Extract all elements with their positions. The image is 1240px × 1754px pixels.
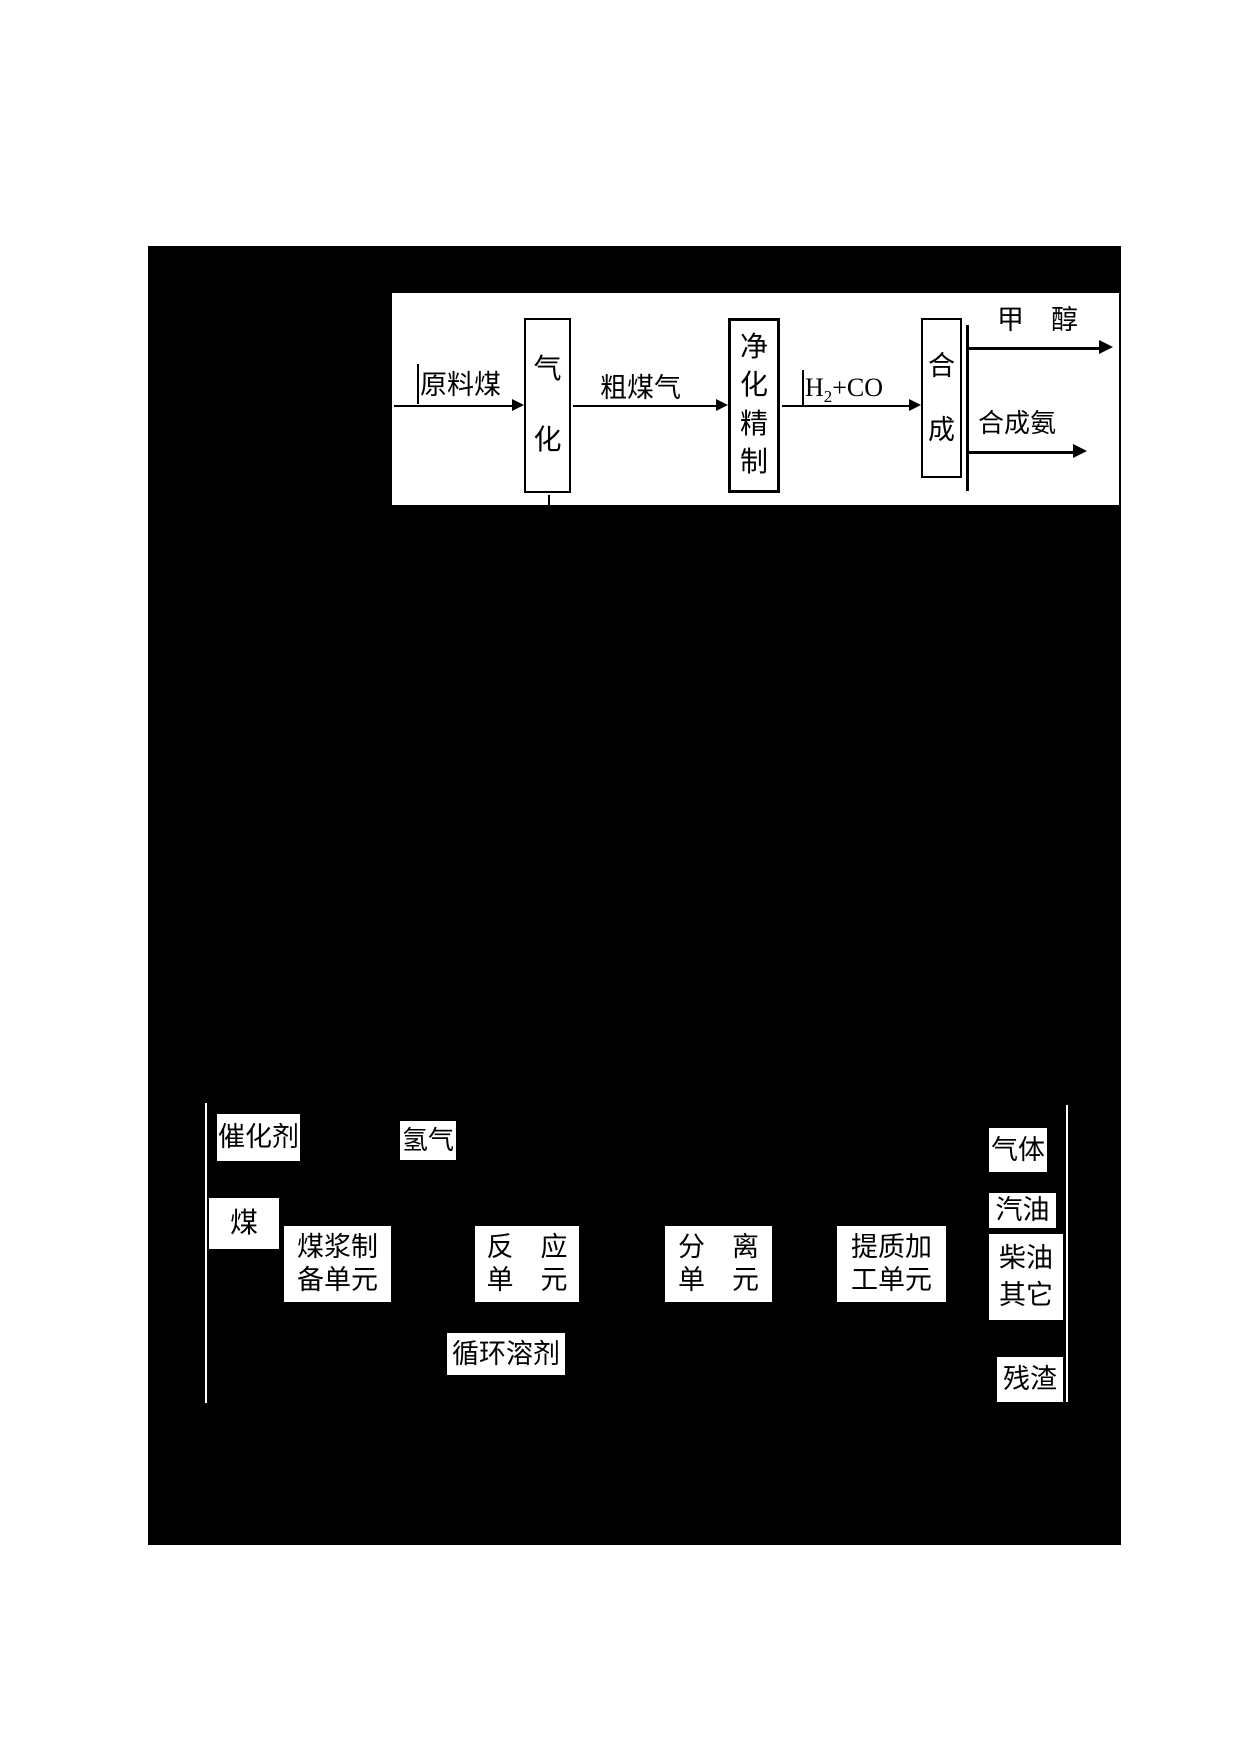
slurry-prep-unit-box: 煤浆制 备单元: [284, 1226, 391, 1302]
gas-product-box: 气体: [989, 1128, 1047, 1172]
separation-unit-line2: 单 元: [678, 1265, 759, 1295]
syngas-label: H2+CO: [805, 373, 883, 407]
purification-char-2: 化: [739, 370, 768, 402]
purification-char-3: 精: [739, 408, 768, 440]
syngas-h: H: [805, 373, 824, 402]
diesel-line: 柴油: [999, 1243, 1053, 1273]
upgrading-unit-line2: 工单元: [851, 1265, 932, 1295]
slurry-prep-line1: 煤浆制: [297, 1232, 378, 1262]
separation-unit-line1: 分 离: [678, 1232, 759, 1262]
synthesis-output-manifold-line: [966, 325, 969, 491]
arrowhead-methanol-icon: [1099, 340, 1113, 354]
purification-char-4: 制: [739, 446, 768, 478]
arrowhead-syngas-icon: [909, 399, 921, 411]
arrow-line-crude-gas: [573, 405, 716, 407]
catalyst-label: 催化剂: [218, 1122, 299, 1152]
raw-coal-label: 原料煤: [420, 370, 501, 400]
coal-label: 煤: [229, 1208, 258, 1239]
purification-box: 净 化 精 制: [728, 318, 780, 493]
arrowhead-crude-gas-icon: [716, 399, 728, 411]
reaction-unit-line1: 反 应: [486, 1232, 568, 1262]
synthesis-char-1: 合: [928, 350, 955, 381]
syngas-tick-mark: [802, 370, 804, 407]
residue-product-box: 残渣: [997, 1357, 1063, 1402]
diesel-other-product-box: 柴油 其它: [989, 1234, 1063, 1320]
synthesis-box: 合 成: [921, 318, 962, 478]
gas-product-label: 气体: [991, 1134, 1045, 1165]
hydrogen-label: 氢气: [401, 1126, 454, 1155]
arrowhead-raw-coal-icon: [512, 399, 524, 411]
separation-unit-box: 分 离 单 元: [665, 1226, 772, 1302]
other-line: 其它: [999, 1280, 1053, 1310]
arrow-line-ammonia: [969, 451, 1073, 454]
syngas-rest: +CO: [832, 373, 884, 402]
raw-coal-tick-mark: [417, 364, 419, 404]
arrow-line-syngas: [782, 405, 909, 407]
recycle-solvent-box: 循环溶剂: [447, 1333, 565, 1375]
gasoline-product-label: 汽油: [995, 1195, 1050, 1225]
coal-box: 煤: [209, 1198, 279, 1249]
upgrading-unit-box: 提质加 工单元: [837, 1226, 946, 1302]
reaction-unit-box: 反 应 单 元: [475, 1226, 579, 1302]
gasoline-product-box: 汽油: [989, 1193, 1056, 1228]
arrowhead-ammonia-icon: [1073, 444, 1087, 458]
arrow-line-methanol: [969, 347, 1099, 350]
right-boundary-rail: [1066, 1105, 1068, 1402]
syngas-sub2: 2: [823, 387, 833, 407]
reaction-unit-line2: 单 元: [486, 1265, 568, 1295]
methanol-label: 甲 醇: [997, 305, 1078, 335]
synthesis-char-2: 成: [928, 414, 955, 445]
arrow-line-raw-coal: [394, 405, 512, 407]
coal-gasification-flow-diagram: 原料煤 气 化 粗煤气 净 化 精 制 H2+CO 合 成: [392, 293, 1121, 505]
crude-gas-label: 粗煤气: [600, 373, 681, 403]
gasification-box: 气 化: [524, 318, 571, 493]
upgrading-unit-line1: 提质加: [851, 1232, 932, 1262]
left-boundary-rail: [205, 1103, 207, 1403]
hydrogen-box: 氢气: [400, 1121, 456, 1160]
catalyst-box: 催化剂: [217, 1114, 300, 1161]
purification-char-1: 净: [739, 332, 768, 364]
gasification-bottom-tick: [548, 495, 550, 505]
slurry-prep-line2: 备单元: [297, 1265, 378, 1295]
ammonia-label: 合成氨: [978, 409, 1057, 438]
residue-product-label: 残渣: [1003, 1364, 1057, 1394]
gasification-char-2: 化: [533, 425, 562, 457]
recycle-solvent-label: 循环溶剂: [452, 1338, 560, 1369]
gasification-char-1: 气: [533, 353, 562, 385]
